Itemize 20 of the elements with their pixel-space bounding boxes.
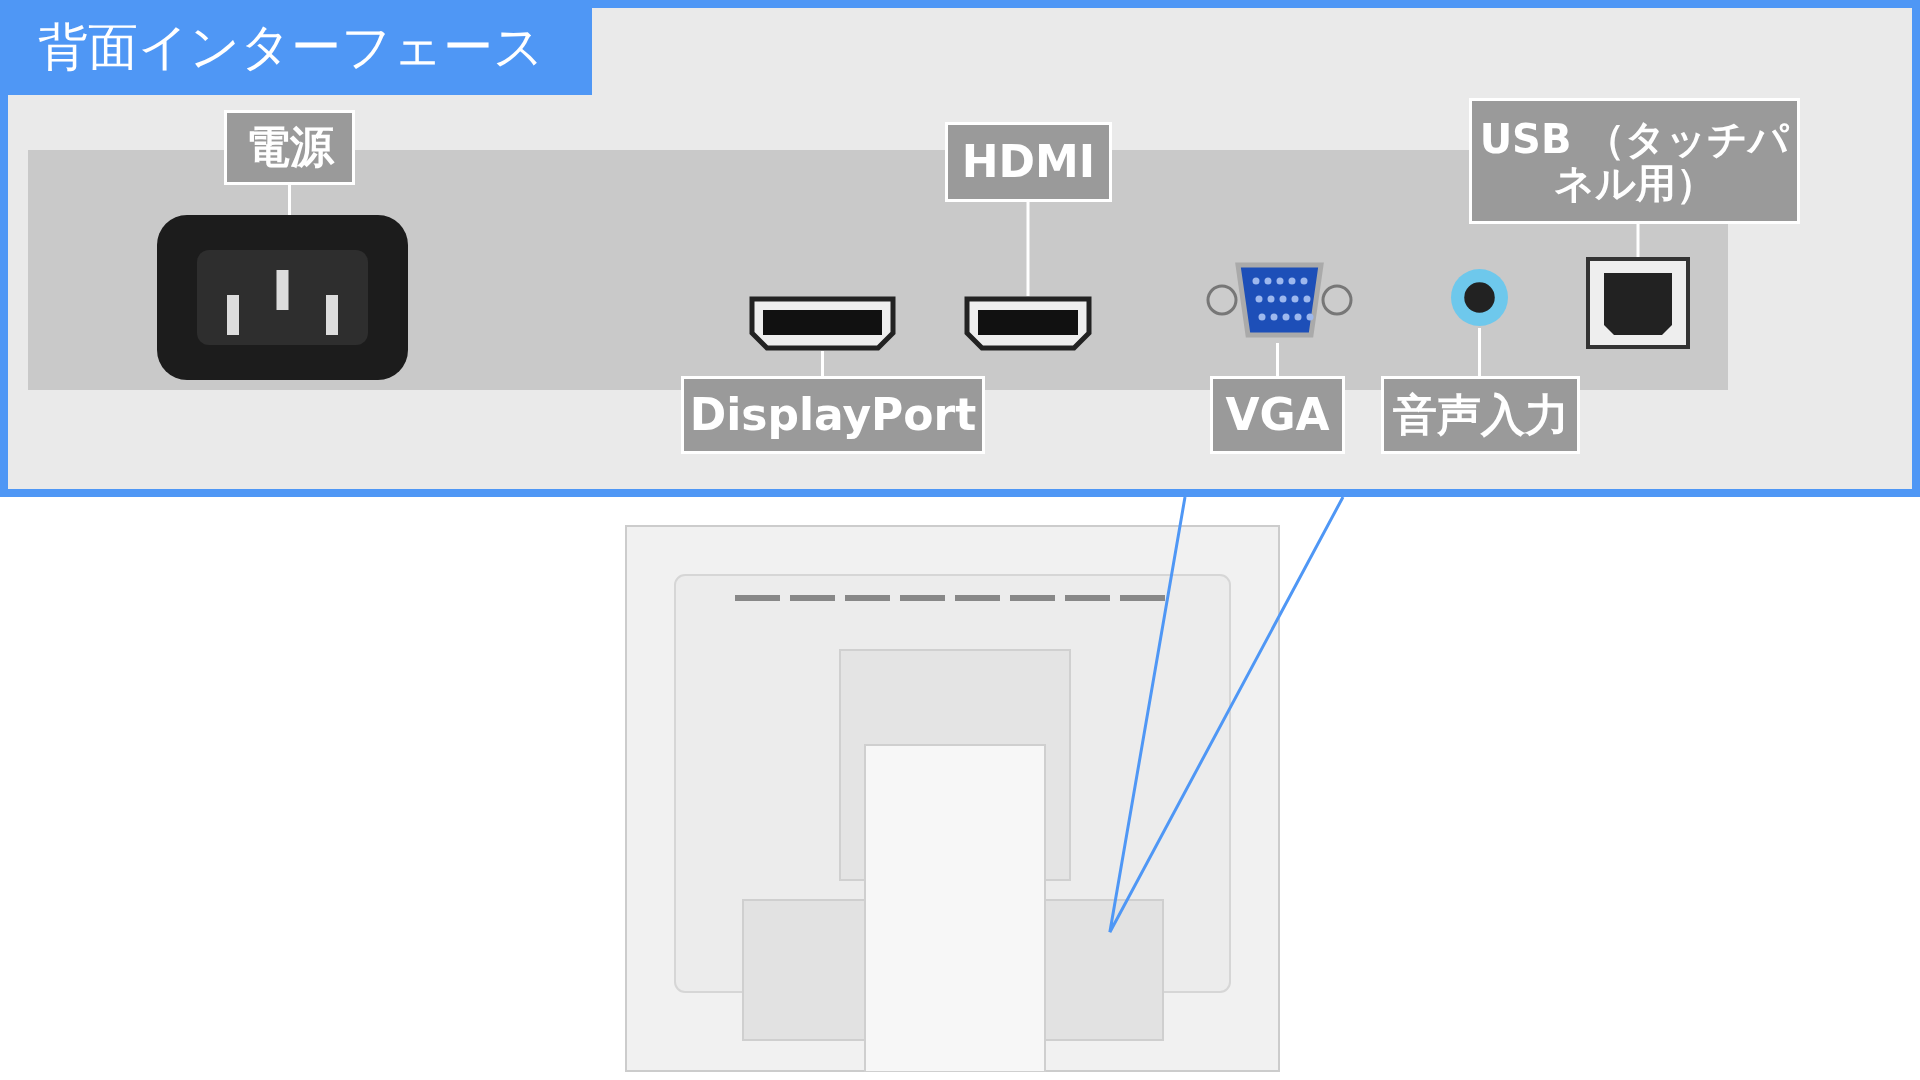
callout-label: DisplayPort — [681, 376, 985, 454]
callout-label: HDMI — [945, 122, 1112, 202]
leader-line — [1478, 328, 1481, 376]
leader-line — [1026, 202, 1030, 296]
power-inlet-drawing — [157, 215, 408, 380]
callout-label: USB （タッチパネル用） — [1469, 98, 1800, 224]
audio-jack-drawing — [1449, 267, 1510, 328]
leader-line — [1636, 224, 1640, 257]
zoom-panel — [0, 0, 1920, 497]
callout-label: 音声入力 — [1381, 376, 1580, 454]
usb-port-drawing — [1586, 257, 1690, 349]
leader-line — [1276, 343, 1279, 376]
leader-line — [288, 185, 291, 215]
leader-line — [821, 351, 824, 376]
zoom-line — [1108, 495, 1345, 934]
hdmi-port-drawing — [964, 296, 1092, 351]
callout-label: 電源 — [224, 110, 355, 185]
displayport-port-drawing — [749, 296, 896, 351]
callout-label: VGA — [1210, 376, 1345, 454]
monitor-back-drawing — [625, 525, 1280, 1072]
